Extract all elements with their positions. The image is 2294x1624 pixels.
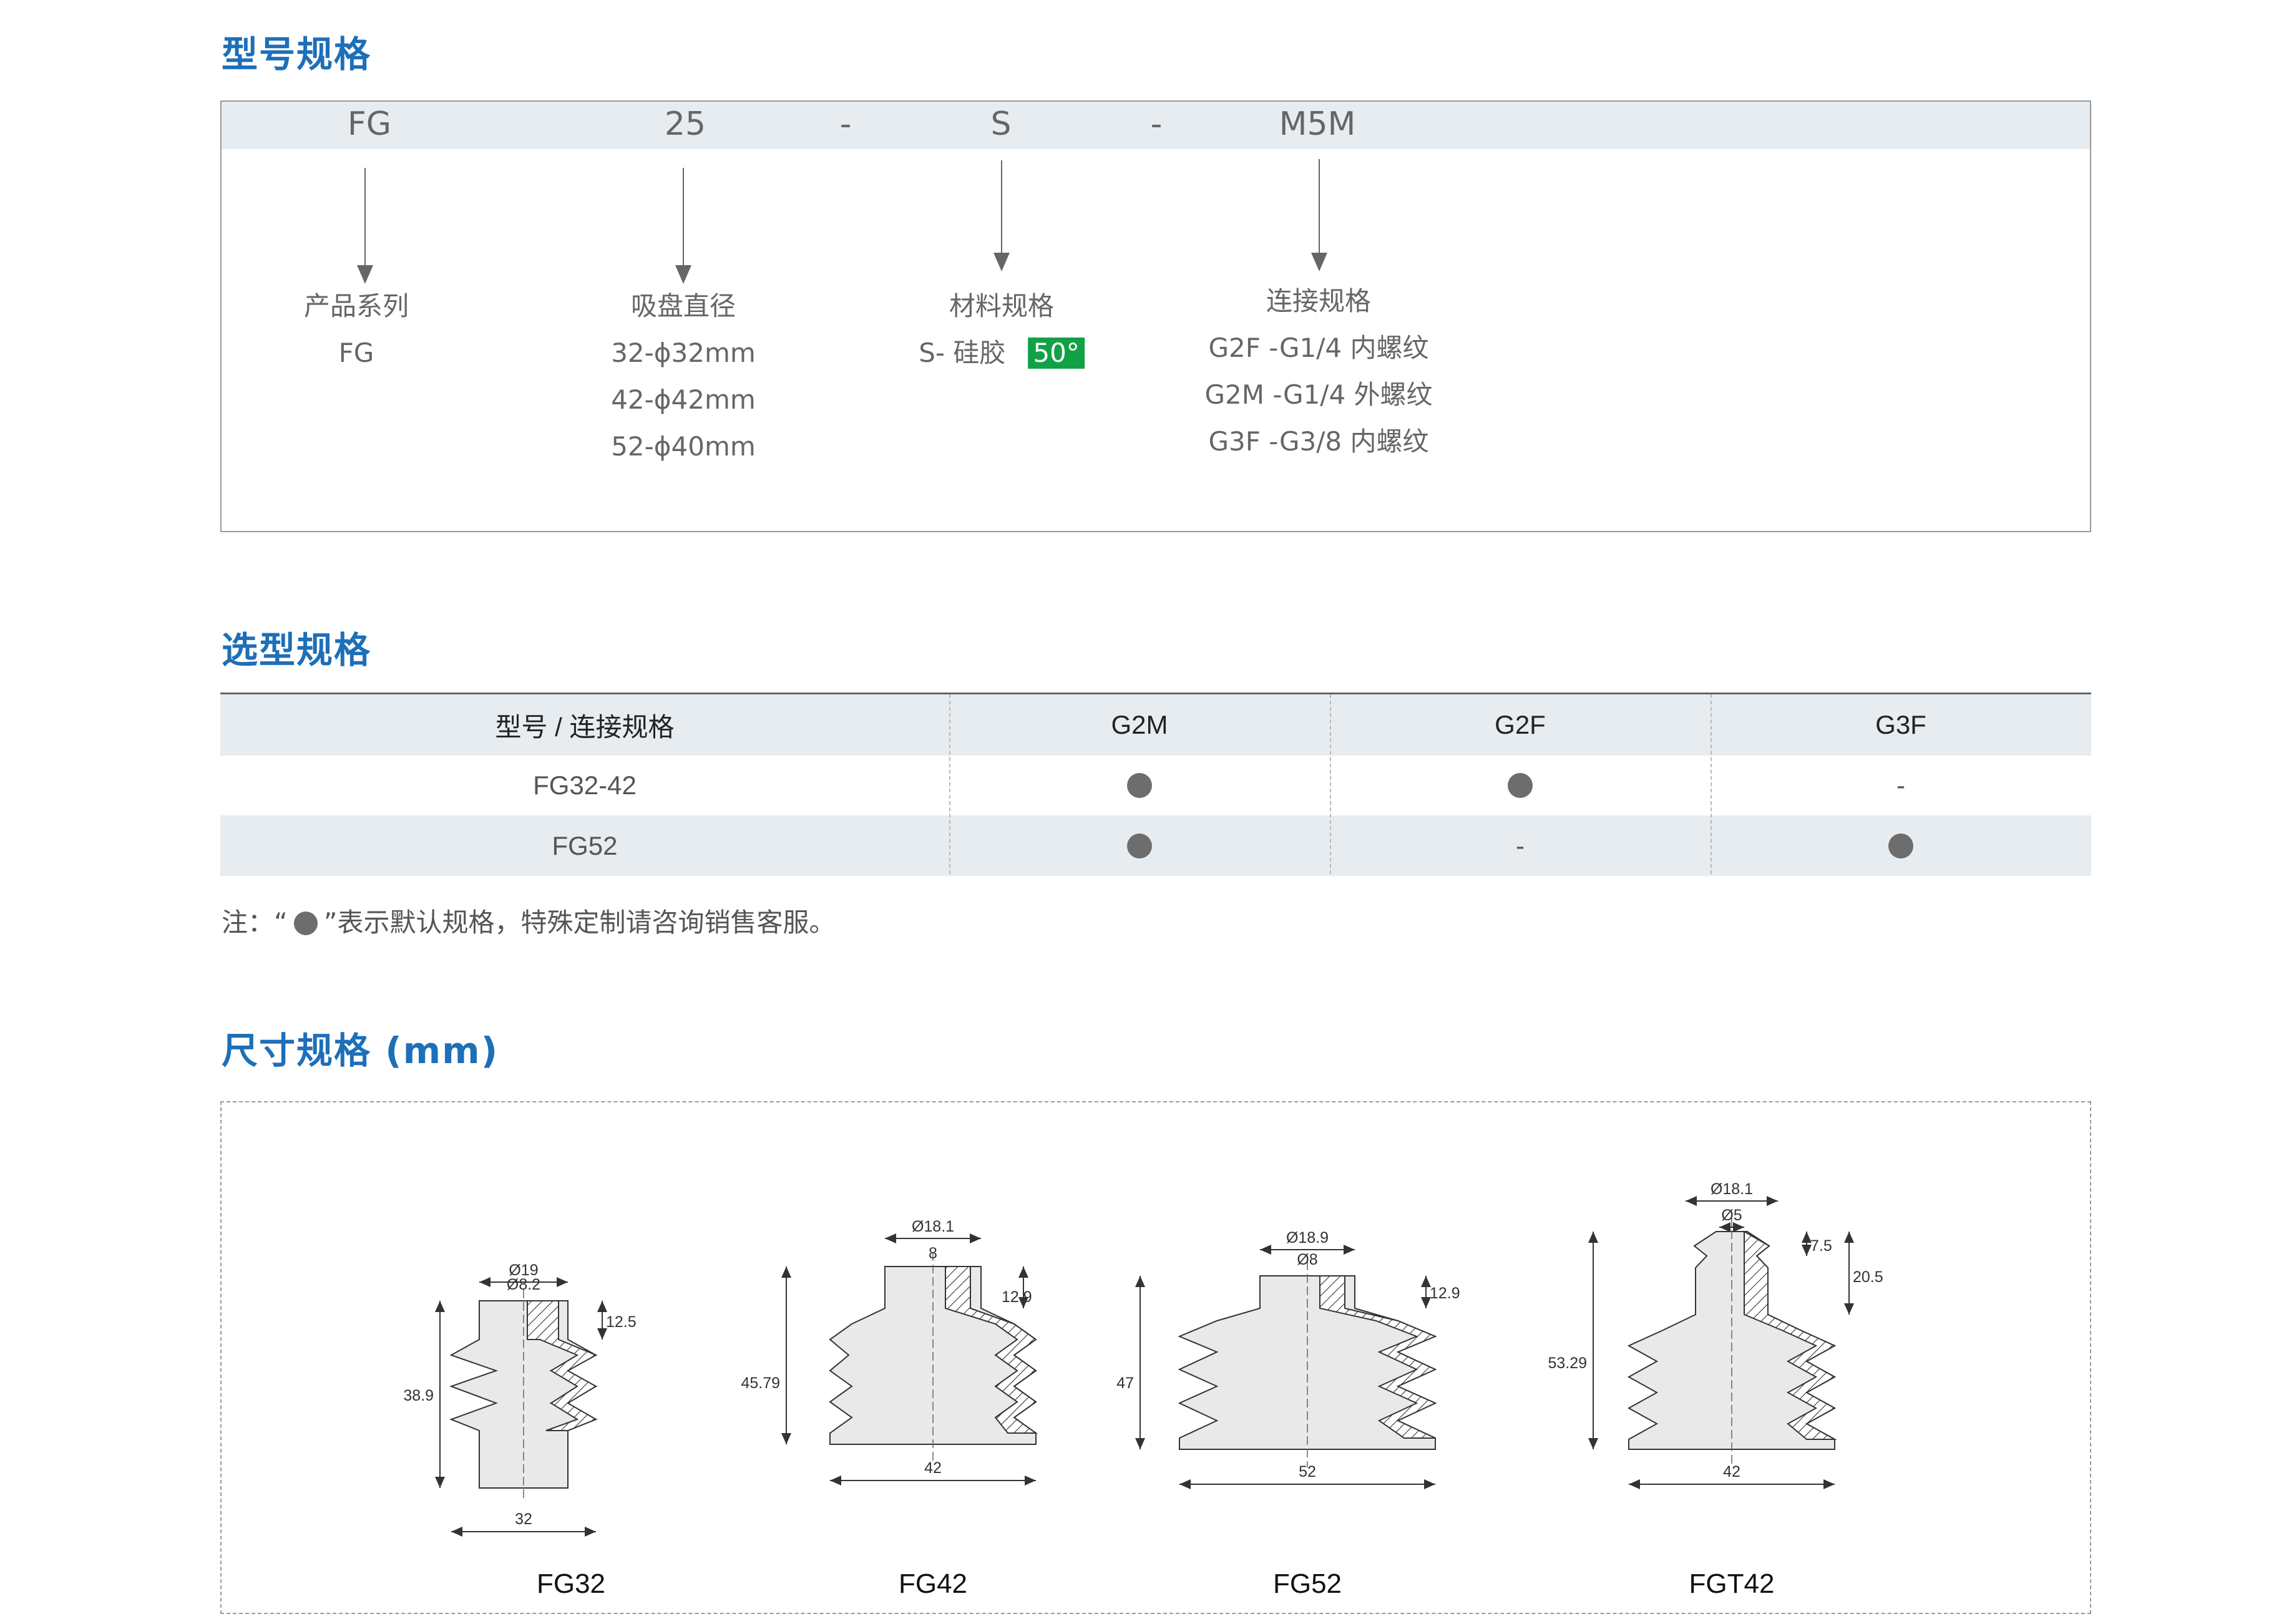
code-connection: M5M [1279, 105, 1356, 143]
selection-table: 型号 / 连接规格 G2M G2F G3F FG32-42 - FG52 - [220, 693, 2091, 876]
default-dot-icon [1508, 773, 1533, 798]
fg52-bore-dia: Ø8 [1297, 1251, 1317, 1268]
header-g2m: G2M [1111, 710, 1168, 739]
code-material: S [990, 105, 1012, 143]
fg32-top-height: 12.5 [606, 1313, 637, 1331]
header-model: 型号 / 连接规格 [495, 712, 675, 742]
table-header-row: 型号 / 连接规格 G2M G2F G3F [220, 694, 2091, 756]
code-diameter: 25 [664, 105, 706, 143]
fg32-width: 32 [515, 1510, 532, 1528]
fg32-height: 38.9 [403, 1387, 434, 1404]
dimension-drawings-box: Ø19 Ø8.2 38.9 12.5 32 FG32 Ø18.1 8 45.79… [220, 1101, 2091, 1614]
connection-item: G3F -G3/8 内螺纹 [1208, 426, 1429, 457]
material-heading: 材料规格 [949, 291, 1054, 321]
fg42-width: 42 [924, 1459, 942, 1477]
fg32-caption: FG32 [537, 1568, 605, 1599]
series-item: FG [338, 338, 374, 368]
fg42-top-dia: Ø18.1 [912, 1218, 954, 1235]
cell-g2f: - [1516, 830, 1525, 860]
row-model: FG52 [552, 830, 618, 860]
default-dot-icon [1127, 833, 1152, 858]
series-options: 产品系列 FG [304, 283, 409, 376]
drawing-fg42: Ø18.1 8 45.79 12.9 42 FG42 [741, 1218, 1038, 1599]
fg42-bore-dia: 8 [929, 1245, 937, 1262]
fg42-caption: FG42 [899, 1568, 967, 1599]
material-options: 材料规格 S- 硅胶 50° [919, 283, 1085, 376]
diameter-item: 32-ϕ32mm [611, 338, 756, 368]
drawing-fg52: Ø18.9 Ø8 47 12.9 52 FG52 [1116, 1229, 1460, 1599]
diameter-heading: 吸盘直径 [630, 291, 736, 321]
diameter-options: 吸盘直径 32-ϕ32mm 42-ϕ42mm 52-ϕ40mm [611, 283, 756, 470]
header-g2f: G2F [1495, 710, 1546, 739]
column-divider [1711, 694, 1712, 874]
table-row: FG32-42 - [220, 756, 2091, 815]
cell-g2m [949, 756, 1330, 815]
cell-g3f: - [1896, 771, 1905, 800]
note-suffix: ”表示默认规格，特殊定制请咨询销售客服。 [323, 907, 836, 938]
material-label: S- 硅胶 [919, 338, 1006, 368]
cell-g2f [1330, 756, 1711, 815]
arrow-material [993, 160, 1010, 271]
fgt42-height: 53.29 [1548, 1354, 1587, 1372]
connection-item: G2F -G1/4 内螺纹 [1208, 333, 1429, 363]
connection-item: G2M -G1/4 外螺纹 [1204, 379, 1433, 410]
row-model: FG32-42 [533, 771, 637, 800]
fg32-top-dia: Ø19 [509, 1262, 538, 1279]
header-g3f: G3F [1875, 710, 1926, 739]
arrow-series [357, 168, 373, 284]
fg52-top-height: 12.9 [1430, 1285, 1460, 1302]
selection-title: 选型规格 [222, 629, 372, 671]
model-spec-title: 型号规格 [222, 33, 372, 75]
code-series: FG [347, 105, 392, 143]
fg52-width: 52 [1299, 1463, 1316, 1481]
default-dot-icon [1888, 833, 1913, 858]
fgt42-bore-dia: Ø5 [1721, 1207, 1742, 1224]
section-fg42 [945, 1266, 1038, 1434]
note-prefix: 注：“ [222, 907, 288, 938]
fg52-top-dia: Ø18.9 [1286, 1229, 1329, 1247]
drawing-fg32: Ø19 Ø8.2 38.9 12.5 32 FG32 [403, 1262, 636, 1599]
fgt42-width: 42 [1723, 1463, 1740, 1481]
dimension-drawings: Ø19 Ø8.2 38.9 12.5 32 FG32 Ø18.1 8 45.79… [403, 1180, 1883, 1599]
code-dash-1: - [839, 105, 852, 143]
table-row: FG52 - [220, 815, 2091, 876]
column-divider [949, 694, 950, 874]
fg42-top-height: 12.9 [1002, 1288, 1032, 1306]
default-dot-icon [1127, 773, 1152, 798]
fgt42-top-dia: Ø18.1 [1711, 1180, 1753, 1198]
fg52-caption: FG52 [1273, 1568, 1342, 1599]
column-divider [1330, 694, 1331, 874]
hardness-badge: 50° [1028, 338, 1085, 369]
diameter-item: 42-ϕ42mm [611, 384, 756, 415]
material-item: S- 硅胶 50° [919, 329, 1085, 376]
code-dash-2: - [1150, 105, 1163, 143]
model-code-header: FG 25 - S - M5M [222, 102, 2090, 149]
diameter-item: 52-ϕ40mm [611, 431, 756, 462]
fgt42-barb-height: 7.5 [1810, 1237, 1832, 1255]
fg52-height: 47 [1116, 1374, 1134, 1392]
cell-g3f [1711, 815, 2091, 876]
dimensions-title: 尺寸规格 (mm) [222, 1029, 499, 1072]
fgt42-top-height: 20.5 [1853, 1268, 1883, 1286]
fg42-height: 45.79 [741, 1374, 780, 1392]
connection-options: 连接规格 G2F -G1/4 内螺纹 G2M -G1/4 外螺纹 G3F -G3… [1204, 278, 1432, 465]
arrow-diameter [675, 168, 691, 284]
cell-g2m [949, 815, 1330, 876]
arrow-connection [1311, 159, 1327, 271]
drawing-fgt42: Ø18.1 Ø5 53.29 7.5 20.5 42 FGT42 [1548, 1180, 1883, 1599]
table-note: 注：“ ”表示默认规格，特殊定制请咨询销售客服。 [222, 902, 836, 940]
note-dot-icon [293, 912, 318, 935]
model-code-box: FG 25 - S - M5M 产品系列 FG 吸盘直径 32-ϕ32mm 42… [220, 100, 2091, 532]
section-fgt42 [1744, 1230, 1837, 1440]
fgt42-caption: FGT42 [1689, 1568, 1775, 1599]
section-fg32 [527, 1300, 598, 1431]
fg32-bore-dia: Ø8.2 [507, 1276, 540, 1293]
section-fg52 [1319, 1275, 1437, 1439]
connection-heading: 连接规格 [1266, 286, 1372, 316]
series-heading: 产品系列 [303, 291, 409, 321]
